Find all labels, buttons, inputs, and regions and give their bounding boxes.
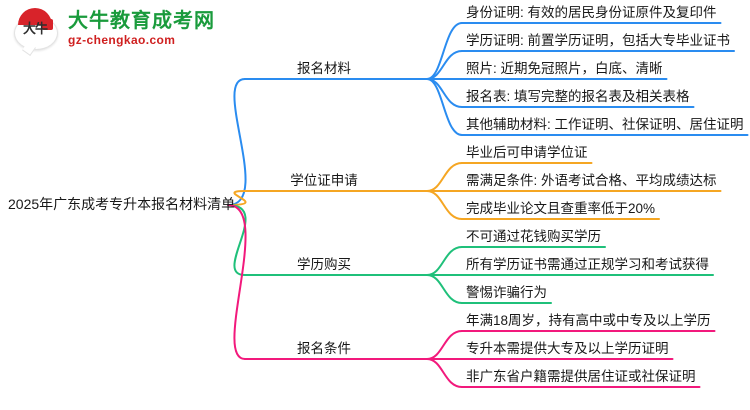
mindmap-leaf-label[interactable]: 照片: 近期免冠照片，白底、清晰 <box>466 61 663 76</box>
connector-line <box>426 162 463 192</box>
mindmap-leaf-label[interactable]: 身份证明: 有效的居民身份证原件及复印件 <box>466 5 717 20</box>
logo-seal-shape <box>42 19 53 30</box>
logo-subtitle: gz-chengkao.com <box>68 33 176 47</box>
mindmap-leaf-label[interactable]: 学历证明: 前置学历证明，包括大专毕业证书 <box>466 33 731 48</box>
site-logo: 大牛 大牛教育成考网 gz-chengkao.com <box>12 6 215 52</box>
mindmap-leaf-label[interactable]: 报名表: 填写完整的报名表及相关表格 <box>466 89 690 104</box>
mindmap-leaf-label[interactable]: 所有学历证书需通过正规学习和考试获得 <box>466 257 709 272</box>
connector-line <box>227 204 247 360</box>
connector-line <box>227 78 247 206</box>
connector-line <box>426 78 463 108</box>
mindmap-leaf-label[interactable]: 非广东省户籍需提供居住证或社保证明 <box>466 369 696 384</box>
mindmap-branch-label-3[interactable]: 学历购买 <box>297 257 351 272</box>
logo-wordmark: 大牛教育成考网 gz-chengkao.com <box>68 10 215 48</box>
connector-line <box>426 50 463 80</box>
mindmap-leaf-label[interactable]: 年满18周岁，持有高中或中专及以上学历 <box>466 313 711 328</box>
connector-line <box>426 78 463 136</box>
mindmap-leaf-label[interactable]: 不可通过花钱购买学历 <box>466 229 601 244</box>
mindmap-leaf-label[interactable]: 专升本需提供大专及以上学历证明 <box>466 341 669 356</box>
mindmap-leaf-label[interactable]: 完成毕业论文且查重率低于20% <box>466 201 656 216</box>
logo-mark-text: 大牛 <box>22 21 48 36</box>
mindmap-branch-label-4[interactable]: 报名条件 <box>297 341 351 356</box>
mindmap-leaf-label[interactable]: 其他辅助材料: 工作证明、社保证明、居住证明 <box>466 117 744 132</box>
connector-line <box>227 190 247 206</box>
mindmap-leaf-label[interactable]: 毕业后可申请学位证 <box>466 145 588 160</box>
logo-title: 大牛教育成考网 <box>68 10 215 32</box>
connector-line <box>426 358 463 388</box>
mindmap-branch-label-2[interactable]: 学位证申请 <box>290 173 358 188</box>
mindmap-leaf-label[interactable]: 需满足条件: 外语考试合格、平均成绩达标 <box>466 173 717 188</box>
connector-line <box>426 190 463 220</box>
connector-line <box>426 330 463 360</box>
mindmap-root-label: 2025年广东成考专升本报名材料清单 <box>8 196 236 212</box>
connector-line <box>426 274 463 304</box>
logo-icon: 大牛 <box>12 6 60 52</box>
connector-line <box>426 246 463 276</box>
mindmap-leaf-label[interactable]: 警惕诈骗行为 <box>466 285 547 300</box>
mindmap-branch-label-1[interactable]: 报名材料 <box>297 61 351 76</box>
connector-line <box>227 204 247 276</box>
